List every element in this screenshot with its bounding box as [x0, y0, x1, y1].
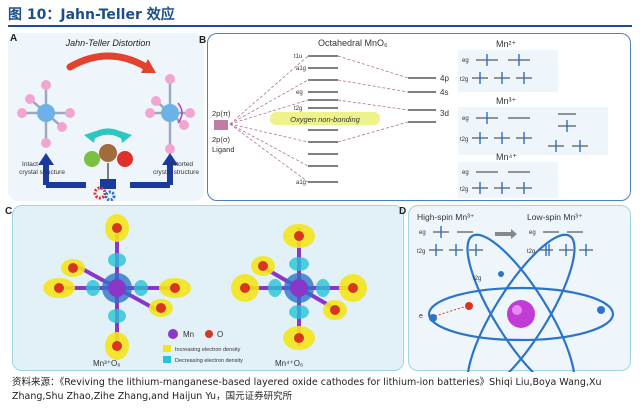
- orbital-e-label: e: [419, 313, 423, 320]
- mn3-box: [458, 107, 608, 155]
- panel-c: C: [5, 205, 404, 371]
- t2g-label-b: t2g: [294, 106, 302, 112]
- panel-d-spin-atom: High-spin Mn³⁺ Low-spin Mn³⁺ eg t2g eg t…: [417, 212, 615, 372]
- intact-mn-atom: [37, 104, 55, 122]
- mn3-t2g: t2g: [460, 137, 468, 143]
- nonbonding-label: Oxygen non-bonding: [290, 115, 360, 124]
- blue-gear-icon: [104, 190, 116, 201]
- legend-cyan-swatch: [163, 356, 171, 363]
- level-3d: 3d: [440, 109, 449, 118]
- stand-block: [100, 179, 116, 189]
- legend-o-dot: [205, 330, 213, 338]
- green-balloon: [84, 151, 100, 167]
- mn2-label: Mn²⁺: [496, 39, 516, 49]
- mn3-o6-structure: [43, 214, 191, 360]
- atom-orbits: [427, 233, 615, 372]
- panel-b-mo-diagram: Octahedral MnO₆ 2p(π) 2p(σ) Ligand t1u a…: [212, 38, 608, 198]
- orbital-t2g-label: t2g: [473, 276, 481, 282]
- right-caption-1: Distorted: [167, 161, 193, 168]
- electron-jump-arrow: [434, 305, 468, 317]
- spin-transition-arrow: [495, 229, 517, 239]
- left-structure-name: Mn³⁺O₆: [93, 359, 120, 368]
- left-caption-2: crystal structure: [19, 169, 65, 176]
- ligand-label: Ligand: [212, 145, 235, 154]
- nonbonding-band: [270, 112, 380, 125]
- electron-top: [498, 271, 504, 277]
- ligand-levels: [214, 120, 228, 130]
- distortion-label-1: Jahn-Teller Distortion: [65, 38, 151, 48]
- mn2-eg: eg: [462, 58, 469, 64]
- right-structure-name: Mn⁴⁺O₆: [275, 359, 303, 368]
- mo-levels: [308, 55, 338, 183]
- electron-left: [429, 314, 437, 322]
- d-high-t2g: t2g: [417, 249, 425, 255]
- panel-a-label: A: [10, 33, 18, 44]
- intact-o-atoms: [17, 80, 75, 148]
- level-4p: 4p: [440, 74, 449, 83]
- red-balloon: [117, 151, 133, 167]
- distortion-arrowhead: [141, 59, 156, 73]
- mn4-o6-structure: [231, 224, 367, 350]
- brown-balloon: [99, 144, 117, 162]
- electron-right: [597, 306, 605, 314]
- legend-o: O: [217, 330, 223, 339]
- legend-mn: Mn: [183, 330, 194, 339]
- left-caption-1: Intact: [22, 161, 38, 168]
- panel-b: B Octahedral MnO₆ 2p(π) 2p(σ) Ligand t1u…: [199, 33, 631, 201]
- panel-d-label: D: [399, 206, 407, 217]
- mo-connectors: [229, 55, 409, 183]
- distortion-indicator-arc: [177, 102, 183, 124]
- ligand-2ppi: 2p(π): [212, 109, 231, 118]
- mn4-t2g: t2g: [460, 187, 468, 193]
- legend-mn-dot: [168, 329, 178, 339]
- nucleus: [507, 300, 535, 328]
- mn2-t2g: t2g: [460, 77, 468, 83]
- source-citation: 资料来源：《Reviving the lithium-manganese-bas…: [12, 377, 602, 402]
- ligand-2psigma: 2p(σ): [212, 135, 230, 144]
- distorted-o-atoms: [145, 74, 195, 154]
- legend-decreasing: Decreasing electron density: [175, 358, 243, 364]
- low-spin-label: Low-spin Mn³⁺: [527, 212, 583, 222]
- panel-d: D High-spin Mn³⁺ Low-spin Mn³⁺ eg t2g eg…: [399, 205, 631, 372]
- high-spin-label: High-spin Mn³⁺: [417, 212, 475, 222]
- panel-b-label: B: [199, 35, 207, 46]
- red-gear-icon: [93, 186, 107, 200]
- panel-a-illustration: Jahn-Teller Distortion: [17, 38, 199, 201]
- distortion-arc-arrow: [66, 52, 150, 71]
- mn4-box: [458, 162, 558, 198]
- panel-a: A Jahn-Teller Distortion: [8, 33, 204, 201]
- mn3-eg: eg: [462, 116, 469, 122]
- eg-label-b: eg: [296, 90, 303, 96]
- d-low-t2g: t2g: [527, 249, 535, 255]
- a1g-label-top: a1g: [296, 66, 306, 72]
- mno6-heading: Octahedral MnO₆: [318, 38, 388, 48]
- mn4-label: Mn⁴⁺: [496, 152, 517, 162]
- d-low-eg: eg: [529, 230, 536, 236]
- legend-yellow-swatch: [163, 345, 171, 352]
- distorted-mn-atom: [161, 104, 179, 122]
- mn4-eg: eg: [462, 170, 469, 176]
- legend-increasing: Increasing electron density: [175, 347, 241, 353]
- d-high-eg: eg: [419, 230, 426, 236]
- panel-c-label: C: [5, 206, 13, 217]
- mn2-box: [458, 50, 558, 92]
- mn3-label: Mn³⁺: [496, 96, 516, 106]
- electron-red: [465, 302, 473, 310]
- level-4s: 4s: [440, 88, 448, 97]
- right-caption-2: crystal structure: [153, 169, 199, 176]
- figure-title: 图 10：Jahn-Teller 效应: [8, 7, 175, 23]
- panel-c-electron-density: Mn O Increasing electron density Decreas…: [43, 214, 367, 368]
- a1g-label-bottom: a1g: [296, 180, 306, 186]
- t1u-label: t1u: [294, 54, 302, 60]
- title-rule: [8, 25, 632, 27]
